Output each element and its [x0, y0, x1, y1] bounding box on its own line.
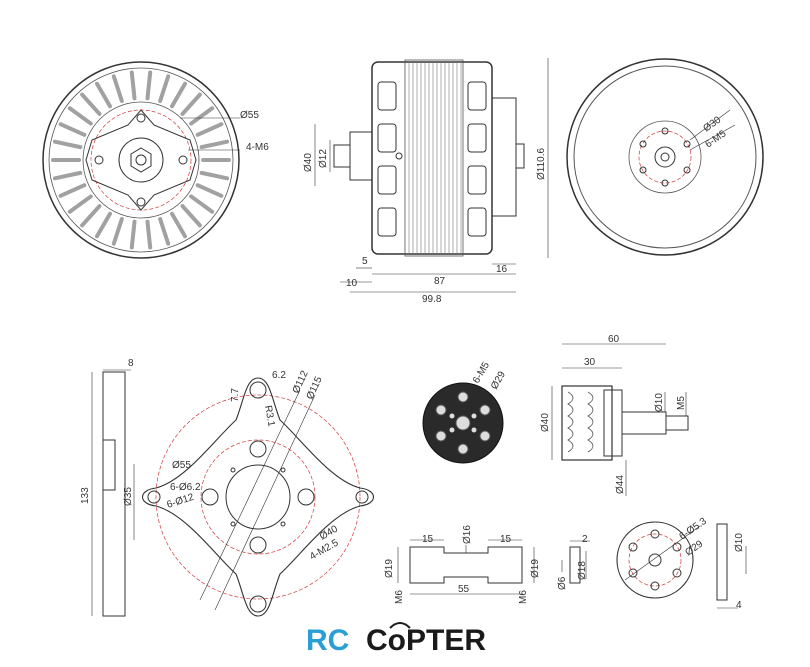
shaft-15b-label: 15	[500, 534, 512, 545]
cooling-fin	[95, 81, 112, 109]
cooling-fin	[180, 204, 202, 228]
disc-d29-label: Ø29	[489, 369, 508, 391]
shaft-m6a-label: M6	[394, 590, 405, 604]
front-view: Ø55 4-M6	[42, 61, 269, 259]
cooling-fin	[129, 70, 137, 101]
cooling-fin	[67, 194, 93, 214]
side-d12-label: Ø12	[318, 149, 329, 168]
cooling-fins	[51, 70, 231, 250]
cooling-fin	[189, 106, 215, 126]
cooling-fin	[180, 92, 202, 116]
cooling-fin	[145, 219, 153, 250]
cooling-fin	[199, 139, 230, 150]
adapter-30-label: 30	[584, 357, 596, 368]
prop-adapter: 60 30 Ø40 Ø10 M5 Ø44	[540, 334, 689, 496]
cooling-fin	[170, 81, 187, 109]
shaft-55-label: 55	[458, 584, 470, 595]
plate-7-7-label: 7.7	[230, 388, 241, 402]
shaft-d16-label: Ø16	[462, 525, 473, 544]
adapter-d10-label: Ø10	[654, 393, 665, 412]
adapter-d40-label: Ø40	[540, 413, 551, 432]
side-d110-label: Ø110.6	[536, 148, 547, 180]
cooling-fin	[189, 194, 215, 214]
adapter-60-label: 60	[608, 334, 620, 345]
side-10-label: 10	[346, 278, 358, 289]
shaft: 15 Ø16 15 Ø19 55 Ø19 M6 M6	[384, 525, 541, 604]
mount-133-label: 133	[80, 487, 91, 504]
cooling-fin	[199, 170, 230, 181]
washer-6-d5-3-label: 6-Ø5.3	[677, 516, 709, 543]
mount-profile: 8 133 Ø35	[80, 358, 135, 617]
cooling-fin	[80, 204, 102, 228]
front-4m6-label: 4-M6	[246, 142, 269, 153]
plate-r3-1-label: R3.1	[262, 405, 277, 428]
washer-d10-label: Ø10	[734, 533, 745, 552]
side-16-label: 16	[496, 264, 508, 275]
cooling-fin	[58, 183, 87, 198]
shaft-d19a-label: Ø19	[384, 559, 395, 578]
cooling-fin	[52, 139, 83, 150]
cooling-fin	[58, 122, 87, 137]
side-99-label: 99.8	[422, 294, 442, 305]
washer-4-label: 4	[736, 600, 742, 611]
mount-d35-label: Ø35	[123, 487, 134, 506]
shaft-d19b-label: Ø19	[530, 559, 541, 578]
body-ribs	[408, 62, 462, 254]
side-d40-label: Ø40	[303, 153, 314, 172]
cooling-fin	[195, 122, 224, 137]
cooling-fin	[158, 216, 171, 246]
cooling-fin	[111, 74, 124, 104]
cooling-fin	[67, 106, 93, 126]
side-5-label: 5	[362, 256, 368, 267]
plate-6-2-label: 6.2	[272, 370, 286, 381]
washer: 6-Ø5.3 Ø29 Ø10 4	[616, 516, 747, 611]
washer-d29-label: Ø29	[683, 538, 705, 558]
spacer-2-label: 2	[582, 534, 588, 545]
spacer-d6-label: Ø6	[557, 576, 568, 590]
cooling-fin	[145, 70, 153, 101]
prop-disc: 6-M5 Ø29	[422, 360, 508, 464]
rear-view: Ø30 6-M5	[566, 58, 764, 256]
disc-6m5-label: 6-M5	[471, 360, 492, 386]
cooling-fin	[195, 183, 224, 198]
cooling-fin	[158, 74, 171, 104]
side-87-label: 87	[434, 276, 446, 287]
plate-6-d12-label: 6-Ø12	[166, 492, 196, 511]
side-view: Ø40 Ø12 Ø110.6 5 10 87 16 99.8	[303, 58, 549, 305]
cooling-fin	[111, 216, 124, 246]
plate-d55-label: Ø55	[172, 460, 191, 471]
shaft-15a-label: 15	[422, 534, 434, 545]
shaft-m6b-label: M6	[518, 590, 529, 604]
logo-rc-text: RC	[306, 624, 349, 657]
spacer-d18-label: Ø18	[577, 561, 588, 580]
cooling-fin	[170, 211, 187, 239]
mount-plate: 6.2 7.7 R3.1 Ø112 Ø115 Ø55 6-Ø6.2 6-Ø12 …	[141, 369, 375, 617]
mount-8-label: 8	[128, 358, 134, 369]
adapter-d44-label: Ø44	[615, 475, 626, 494]
spacer: 2 Ø6 Ø18	[557, 534, 590, 590]
adapter-m5-label: M5	[676, 396, 687, 410]
plate-6-d6-2-label: 6-Ø6.2	[170, 482, 201, 493]
rc-copter-logo: RC CoPTER	[306, 622, 486, 657]
logo-copter-text: CoPTER	[366, 624, 486, 657]
cooling-fin	[52, 170, 83, 181]
front-d55-label: Ø55	[240, 110, 259, 121]
cooling-fin	[129, 219, 137, 250]
plate-d40-label: Ø40	[318, 523, 340, 542]
cooling-fin	[95, 211, 112, 239]
cooling-fin	[80, 92, 102, 116]
